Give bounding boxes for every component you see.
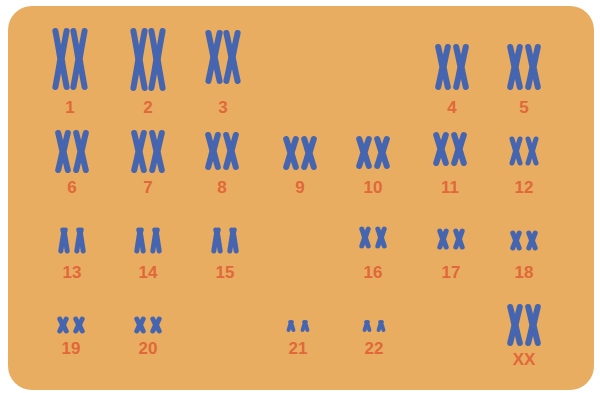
chromosome: [60, 319, 66, 331]
chromosome-number: 4: [447, 99, 456, 116]
chromosome: [76, 319, 82, 331]
chromosome: [378, 229, 384, 246]
chromosome: [137, 319, 143, 331]
chromosome-pair: [359, 139, 387, 166]
chromosome: [440, 231, 446, 247]
chromosome-number: 13: [63, 264, 82, 281]
chromosome-pair: [214, 230, 236, 251]
chromosome: [510, 47, 520, 87]
chromosome-number: 3: [218, 99, 227, 116]
chromosome: [510, 307, 520, 343]
chromosome-pair: [510, 307, 538, 343]
chromosome-number: 2: [143, 99, 152, 116]
chromosome: [456, 231, 462, 247]
chromosome: [55, 31, 66, 87]
chromosome-pair: [510, 47, 538, 87]
chromosome: [529, 233, 535, 248]
chromosome-number: 19: [62, 340, 81, 357]
chromosome-pair: [133, 31, 162, 88]
chromosome-pair: [286, 139, 314, 167]
chromosome-number: 1: [65, 99, 74, 116]
chromosome: [137, 230, 143, 251]
chromosome-number: 15: [216, 264, 235, 281]
chromosome: [133, 31, 144, 88]
chromosome-pair: [137, 319, 159, 331]
chromosome: [436, 135, 446, 163]
chromosome: [230, 230, 236, 251]
chromosome-number: 12: [515, 179, 534, 196]
chromosome-pair: [365, 322, 384, 330]
chromosome-pair: [58, 133, 86, 170]
chromosome-number: 9: [295, 179, 304, 196]
chromosome: [76, 133, 86, 170]
chromosome: [513, 233, 519, 248]
chromosome: [214, 230, 220, 251]
chromosome-pair: [512, 139, 536, 163]
chromosome-number: 8: [217, 179, 226, 196]
chromosome-pair: [436, 135, 464, 163]
chromosome: [377, 139, 387, 166]
chromosome-number: 20: [139, 340, 158, 357]
chromosome: [454, 135, 464, 163]
chromosome: [359, 139, 369, 166]
chromosome: [151, 31, 162, 88]
chromosome: [152, 133, 162, 170]
chromosome: [153, 319, 159, 331]
chromosome: [286, 139, 296, 167]
chromosome: [208, 135, 218, 167]
chromosome-number: 17: [442, 264, 461, 281]
chromosome-number: 10: [364, 179, 383, 196]
chromosome-number: 5: [519, 99, 528, 116]
chromosome-number: 11: [441, 179, 459, 196]
chromosome: [58, 133, 68, 170]
chromosome: [365, 322, 370, 330]
chromosome: [528, 307, 538, 343]
chromosome-pair: [289, 322, 308, 330]
chromosome-number: 6: [67, 179, 76, 196]
chromosome: [379, 322, 384, 330]
chromosome: [304, 139, 314, 167]
chromosome-pair: [513, 233, 535, 248]
chromosome-number: 7: [143, 179, 152, 196]
chromosome-pair: [137, 230, 159, 251]
chromosome-pair: [60, 319, 82, 331]
background-panel: [8, 6, 594, 390]
chromosome: [61, 230, 67, 251]
chromosome: [73, 31, 84, 87]
chromosome-pair: [362, 229, 384, 246]
chromosome: [289, 322, 294, 330]
chromosome-pair: [440, 231, 462, 247]
chromosome-pair: [208, 33, 237, 81]
chromosome-pair: [55, 31, 84, 87]
chromosome: [456, 47, 466, 87]
chromosome-pair: [438, 47, 466, 87]
chromosome-number: 16: [364, 264, 383, 281]
chromosome: [226, 33, 237, 81]
chromosome: [303, 322, 308, 330]
chromosome-number: 21: [289, 340, 308, 357]
chromosome: [134, 133, 144, 170]
chromosome-pair: [208, 135, 236, 167]
chromosome-pair: [134, 133, 162, 170]
chromosome: [528, 139, 536, 163]
chromosome: [153, 230, 159, 251]
chromosome: [226, 135, 236, 167]
chromosome: [77, 230, 83, 251]
chromosome-pair: [61, 230, 83, 251]
chromosome: [512, 139, 520, 163]
chromosome: [362, 229, 368, 246]
chromosome-number: 14: [139, 264, 158, 281]
chromosome: [208, 33, 219, 81]
chromosome: [438, 47, 448, 87]
chromosome-number: 18: [515, 264, 534, 281]
chromosome: [528, 47, 538, 87]
chromosome-number: 22: [365, 340, 384, 357]
chromosome-number: XX: [513, 351, 536, 368]
